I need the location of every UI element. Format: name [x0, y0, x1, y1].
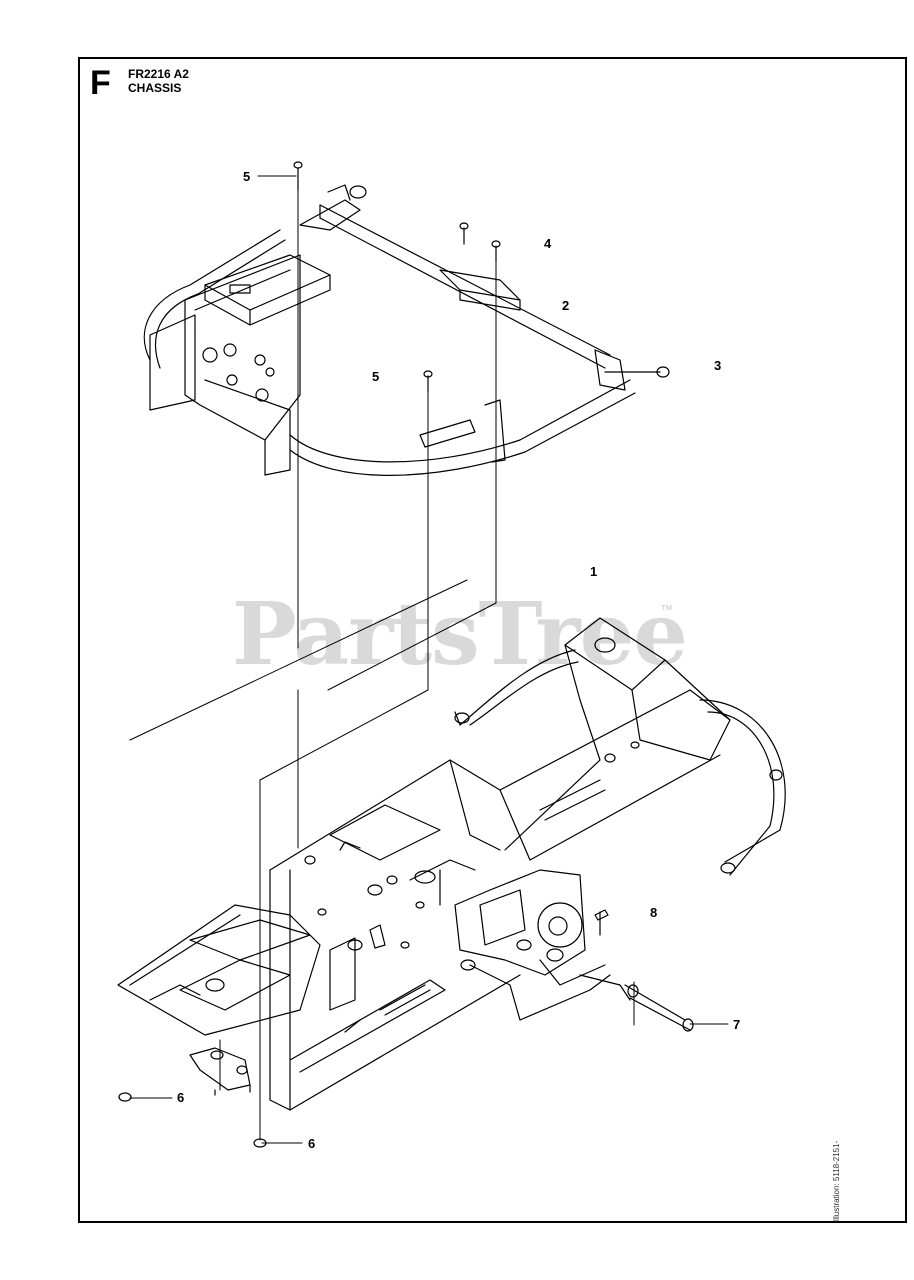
callout-1: 1: [590, 564, 598, 579]
assembly-lines: [129, 175, 729, 1144]
callout-2: 2: [562, 298, 570, 313]
diagram-title: CHASSIS: [128, 81, 182, 95]
watermark-trademark: ™: [660, 602, 673, 617]
callout-5-mid: 5: [372, 369, 380, 384]
callout-8: 8: [650, 905, 658, 920]
callout-5-top: 5: [243, 169, 251, 184]
model-number: FR2216 A2: [128, 67, 189, 81]
callout-6-left: 6: [177, 1090, 185, 1105]
main-chassis: [117, 617, 786, 1148]
callout-3: 3: [714, 358, 722, 373]
watermark: PartsTree: [232, 584, 688, 685]
callout-4: 4: [544, 236, 552, 251]
section-letter: F: [90, 64, 111, 102]
callout-6-bottom: 6: [308, 1136, 316, 1151]
illustration-reference: Illustration: 5118-2151-: [832, 1140, 841, 1222]
diagram-frame: [78, 57, 907, 1223]
callout-7: 7: [733, 1017, 741, 1032]
seat-frame-assembly: [143, 161, 670, 476]
